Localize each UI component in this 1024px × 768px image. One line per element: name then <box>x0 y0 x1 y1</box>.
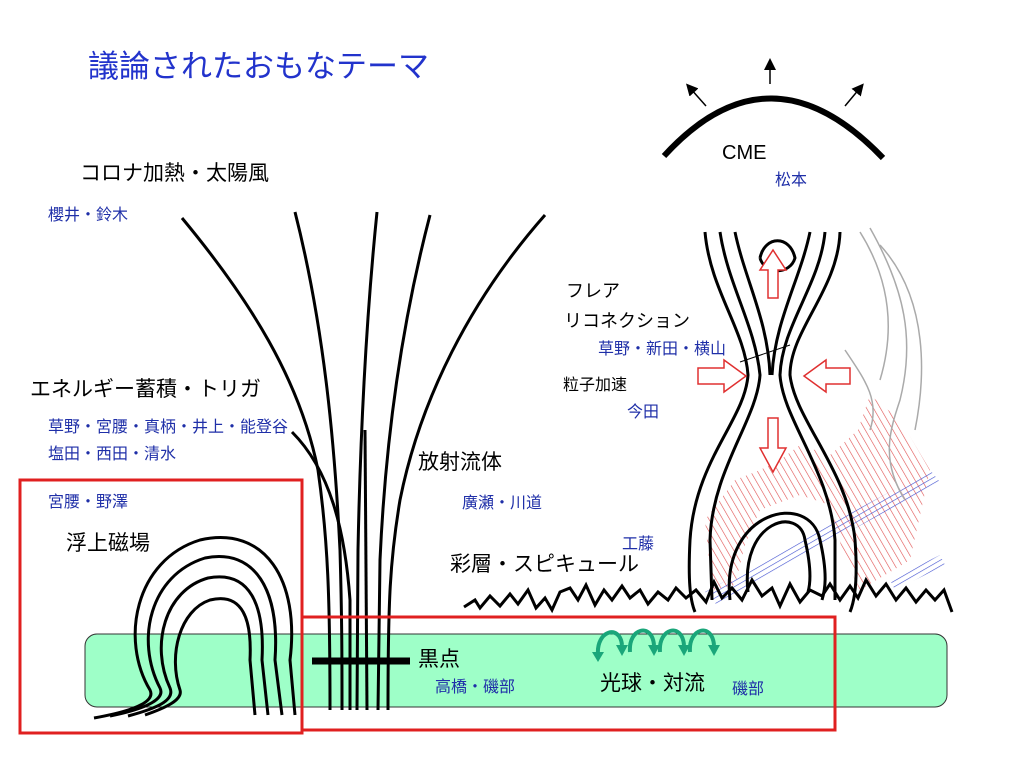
emerging-flux-box <box>18 478 304 735</box>
reconnection-arrows <box>697 248 851 474</box>
corona-heating-label: コロナ加熱・太陽風 <box>80 161 269 185</box>
photosphere-band <box>84 633 948 708</box>
sunspot-label: 黒点 <box>418 647 460 671</box>
emerging-flux-label: 浮上磁場 <box>66 531 150 555</box>
thin-line <box>739 344 791 363</box>
emerging-authors: 宮腰・野澤 <box>48 492 129 511</box>
energy-storage-label: エネルギー蓄積・トリガ <box>30 377 261 401</box>
photosphere-label: 光球・対流 <box>600 671 705 695</box>
emerging-flux-loops <box>93 536 297 720</box>
photosphere-author: 磯部 <box>732 679 765 698</box>
cme-arrow-right <box>844 83 864 107</box>
energy-authors-1: 草野・宮腰・真柄・井上・能登谷 <box>48 417 289 436</box>
blue-hatched-band-2 <box>890 555 945 590</box>
grey-field-lines <box>844 227 923 501</box>
kudo-label: 工藤 <box>622 534 655 553</box>
sunspot-photosphere-box <box>300 615 837 732</box>
convection-arrowheads <box>592 645 720 662</box>
corona-authors: 櫻井・鈴木 <box>48 205 129 224</box>
particle-acceleration-label: 粒子加速 <box>563 375 628 394</box>
open-field-lines <box>180 211 547 711</box>
chromosphere-label: 彩層・スピキュール <box>450 552 639 576</box>
cme-author: 松本 <box>775 170 808 189</box>
radiation-label: 放射流体 <box>418 450 502 474</box>
flare-label-1: フレア <box>566 281 620 302</box>
convection-arrows <box>595 628 716 656</box>
flare-authors: 草野・新田・横山 <box>598 339 727 358</box>
cme-arrow-left <box>686 83 707 107</box>
chromosphere-line <box>463 576 954 614</box>
flare-field-lines <box>687 231 858 613</box>
flare-label-2: リコネクション <box>564 311 690 332</box>
cme-label: CME <box>722 142 767 164</box>
red-hatched-region <box>705 395 930 590</box>
radiation-authors: 廣瀬・川道 <box>462 493 543 512</box>
page-title: 議論されたおもなテーマ <box>88 49 429 85</box>
particle-author: 今田 <box>627 402 660 421</box>
energy-authors-2: 塩田・西田・清水 <box>48 444 177 463</box>
sunspot-authors: 高橋・磯部 <box>435 677 516 696</box>
blue-hatched-band <box>705 470 940 604</box>
cme-arc <box>661 95 886 161</box>
